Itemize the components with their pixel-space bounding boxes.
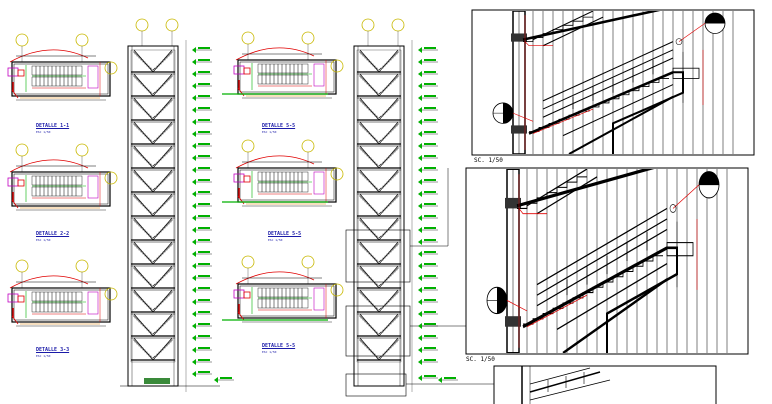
stair-plan-5	[233, 139, 344, 207]
plan-detail-scale-2: ESC 1/50	[36, 238, 51, 242]
plan-detail-scale-6: ESC 1/50	[262, 350, 277, 354]
stair-plan-4	[233, 31, 344, 99]
plan-detail-title-4: DETALLE 5-5	[262, 123, 296, 129]
stair-plan-1	[7, 33, 118, 101]
section-detail-scale-1: SC. 1/50	[474, 157, 503, 164]
plan-detail-title-1: DETALLE 1-1	[36, 123, 70, 129]
stair-plan-6	[233, 255, 344, 323]
stair-plan-2	[7, 143, 118, 211]
plan-detail-title-6: DETALLE 5-5	[262, 343, 296, 349]
plan-detail-title-3: DETALLE 3-3	[36, 347, 70, 353]
stair-section-detail-2	[465, 167, 749, 355]
stair-elevation-2	[345, 18, 494, 397]
stair-section-detail-1	[471, 9, 755, 156]
stair-elevation-1	[120, 18, 220, 392]
stair-plan-3	[7, 259, 118, 327]
plan-detail-scale-4: ESC 1/50	[262, 130, 277, 134]
level-markers-2	[417, 46, 459, 384]
plan-detail-scale-5: ESC 1/50	[268, 238, 283, 242]
stair-section-detail-3	[493, 365, 717, 404]
plan-detail-title-2: DETALLE 2-2	[36, 231, 70, 237]
section-detail-scale-2: SC. 1/50	[466, 356, 495, 363]
plan-detail-scale-3: ESC 1/50	[36, 354, 51, 358]
level-markers-1	[191, 46, 235, 384]
plan-detail-title-5: DETALLE 5-5	[268, 231, 302, 237]
plan-detail-scale-1: ESC 1/50	[36, 130, 51, 134]
